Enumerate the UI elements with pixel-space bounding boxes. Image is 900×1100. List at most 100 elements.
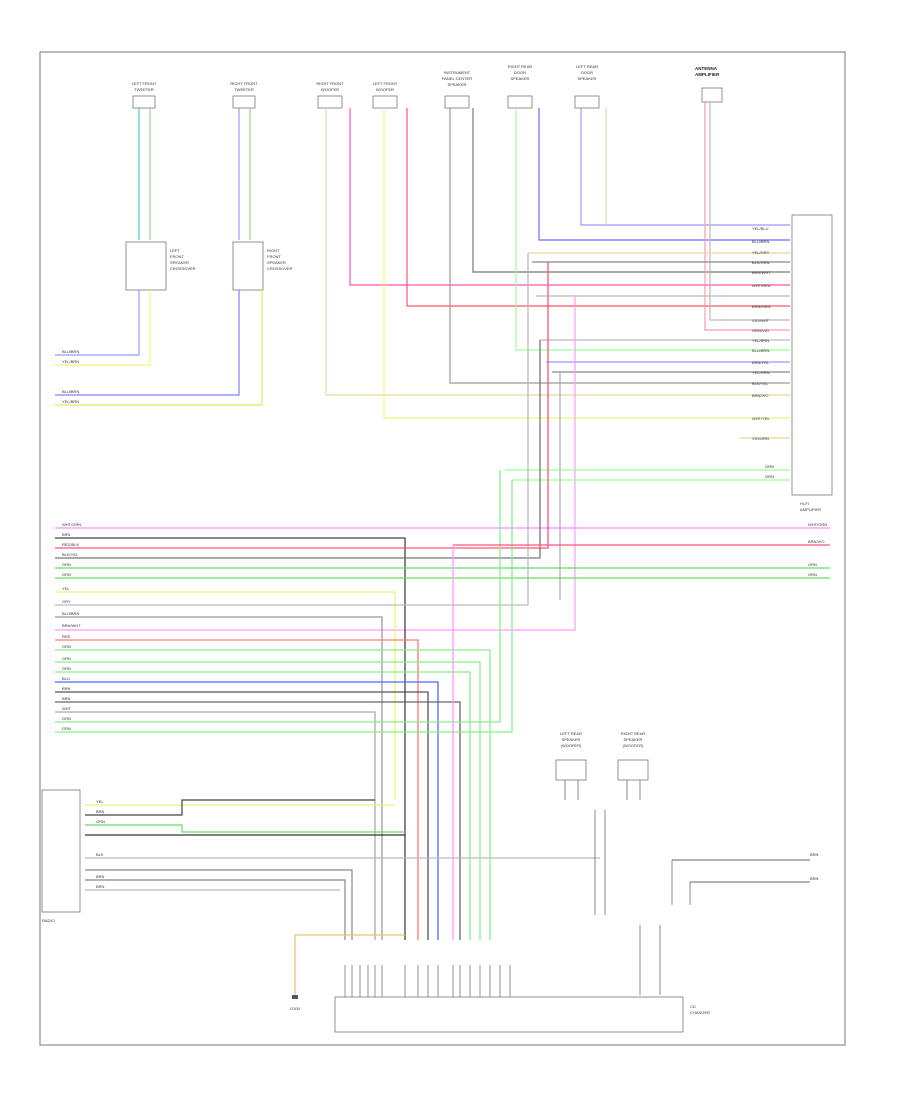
left-crossover-label-3: SPEAKER	[170, 260, 189, 265]
wire-label: BRN	[96, 884, 105, 889]
right-front-woofer: RIGHT FRONT WOOFER	[316, 81, 344, 109]
ground: G100	[290, 934, 405, 1011]
right-crossover-label-4: CROSSOVER	[267, 266, 293, 271]
wire-label: BRN/WHT	[62, 623, 81, 628]
right-front-crossover: RIGHT FRONT SPEAKER CROSSOVER	[232, 241, 293, 291]
wire-label: YEL	[96, 799, 104, 804]
wire-label: BLU/BRN	[62, 389, 79, 394]
wire-label: WHT/YEL	[752, 416, 771, 421]
left-front-crossover: LEFT FRONT SPEAKER CROSSOVER	[125, 241, 196, 291]
center-speaker: INSTRUMENT PANEL CENTER SPEAKER	[442, 70, 472, 109]
left-rear-door-speaker: LEFT REAR DOOR SPEAKER	[574, 64, 600, 109]
wire-label: GRN	[808, 572, 817, 577]
wire-label: BLK/GRN	[752, 260, 770, 265]
wire-label: WHT/GRN	[62, 522, 81, 527]
wire-label: GRY	[62, 599, 71, 604]
speaker-drop-wires	[138, 102, 790, 419]
wire-label: BRN/VIO	[808, 539, 824, 544]
wire-label: YEL/BLU	[752, 226, 769, 231]
wire-label: VIO/GRN	[752, 436, 769, 441]
main-harness-labels: WHT/GRN BRN RED/BLK BLK/YEL GRN GRN YEL …	[62, 522, 81, 731]
wire-label: GRN	[62, 716, 71, 721]
wire-label: BLK	[96, 852, 104, 857]
wire-label: BLU/BRN	[62, 349, 79, 354]
right-rear-door-speaker: RIGHT REAR DOOR SPEAKER	[507, 64, 533, 109]
right-front-woofer-label-2: WOOFER	[321, 87, 339, 92]
wire-label: VIO/WHT	[752, 318, 770, 323]
left-top-wire-labels: BLU/BRN YEL/BRN BLU/BRN YEL/BRN	[62, 349, 79, 404]
left-front-tweeter: LEFT FRONT TWEETER	[132, 81, 157, 109]
amplifier-label-1: HI-FI	[800, 501, 809, 506]
right-rear-door-speaker-label-2: DOOR	[514, 70, 526, 75]
wire-label: RED/BLK	[62, 542, 79, 547]
right-crossover-label-1: RIGHT	[267, 248, 280, 253]
wire-label: GRN	[808, 562, 817, 567]
left-front-tweeter-label-2: TWEETER	[134, 87, 154, 92]
radio-connector-labels: YEL BRN GRN BLK BRN BRN	[96, 799, 105, 889]
right-rear-speaker-label-3: (WOOFER)	[623, 743, 644, 748]
wire-label: BLK/YEL	[752, 381, 769, 386]
wire-label: YEL	[62, 586, 70, 591]
wire-label: GRN/VIO	[752, 328, 769, 333]
wire-label: YEL/GRN	[752, 370, 770, 375]
wire-label: GRN	[62, 656, 71, 661]
wire-label: GRN	[62, 572, 71, 577]
right-rear-speaker: RIGHT REAR SPEAKER (WOOFER)	[617, 731, 649, 781]
wire-label: WHT/GRN	[808, 522, 827, 527]
wire-label: GRN	[765, 474, 774, 479]
right-front-tweeter: RIGHT FRONT TWEETER	[230, 81, 258, 109]
wire-label: BRN	[62, 532, 71, 537]
wire-label: BLU/BRN	[752, 239, 769, 244]
wire-label: GRN	[765, 464, 774, 469]
ground-label: G100	[290, 1006, 301, 1011]
wire-label: GRN	[62, 726, 71, 731]
right-front-woofer-label-1: RIGHT FRONT	[316, 81, 344, 86]
right-rear-door-speaker-label-3: SPEAKER	[511, 76, 530, 81]
left-front-woofer-label-2: WOOFER	[376, 87, 394, 92]
left-rear-door-speaker-label-2: DOOR	[581, 70, 593, 75]
hifi-amplifier: HI-FI AMPLIFIER	[791, 214, 833, 512]
wire-label: GRN	[62, 644, 71, 649]
wire-label: BRN	[62, 696, 71, 701]
right-crossover-label-3: SPEAKER	[267, 260, 286, 265]
wire-label: YEL/BRN	[62, 399, 79, 404]
right-rear-door-speaker-label-1: RIGHT REAR	[508, 64, 533, 69]
wire-label: YEL/BRN	[752, 338, 769, 343]
radio-wires	[85, 799, 600, 940]
wire-label: BRN/YEL	[752, 360, 770, 365]
wire-label: BLU/BRN	[62, 611, 79, 616]
cd-changer-label-2: CHANGER	[690, 1010, 710, 1015]
antenna-amplifier-label-1: ANTENNA	[695, 66, 718, 71]
wire-label: YEL/GRY	[752, 250, 770, 255]
left-rear-speaker: LEFT REAR SPEAKER (WOOFER)	[555, 731, 587, 781]
center-speaker-label-3: SPEAKER	[448, 82, 467, 87]
wire-label: GRN	[96, 819, 105, 824]
left-front-woofer-label-1: LEFT FRONT	[373, 81, 398, 86]
wire-label: BRN	[62, 686, 71, 691]
wire-label: BRN/GRN	[752, 304, 771, 309]
left-rear-speaker-label-3: (WOOFER)	[561, 743, 582, 748]
wire-label: BLU	[62, 676, 70, 681]
wire-label: BRN	[810, 876, 819, 881]
right-crossover-label-2: FRONT	[267, 254, 281, 259]
left-rear-speaker-label-1: LEFT REAR	[560, 731, 582, 736]
antenna-amplifier-label-2: AMPLIFIER	[695, 72, 720, 77]
left-rear-door-speaker-label-3: SPEAKER	[578, 76, 597, 81]
right-front-tweeter-label-2: TWEETER	[234, 87, 254, 92]
amplifier-label-2: AMPLIFIER	[800, 507, 821, 512]
left-crossover-label-1: LEFT	[170, 248, 180, 253]
wire-label: RED	[62, 634, 71, 639]
wire-label: YEL/BRN	[62, 359, 79, 364]
right-edge-wire-labels: WHT/GRN BRN/VIO GRN GRN GRN GRN BRN BRN	[765, 464, 827, 881]
left-front-woofer: LEFT FRONT WOOFER	[372, 81, 398, 109]
right-rear-speaker-label-2: SPEAKER	[624, 737, 643, 742]
wire-label: WHT	[62, 706, 72, 711]
wire-label: GRN	[62, 666, 71, 671]
radio: RADIO	[41, 789, 81, 923]
amplifier-connector-labels: YEL/BLU BLU/BRN YEL/GRY BLK/GRN BRN/WHT …	[752, 226, 771, 441]
wire-label: WHT/RED	[752, 283, 771, 288]
wire-label: BRN	[96, 874, 105, 879]
wire-label: BLK/YEL	[62, 552, 79, 557]
main-harness-wires	[55, 253, 830, 940]
